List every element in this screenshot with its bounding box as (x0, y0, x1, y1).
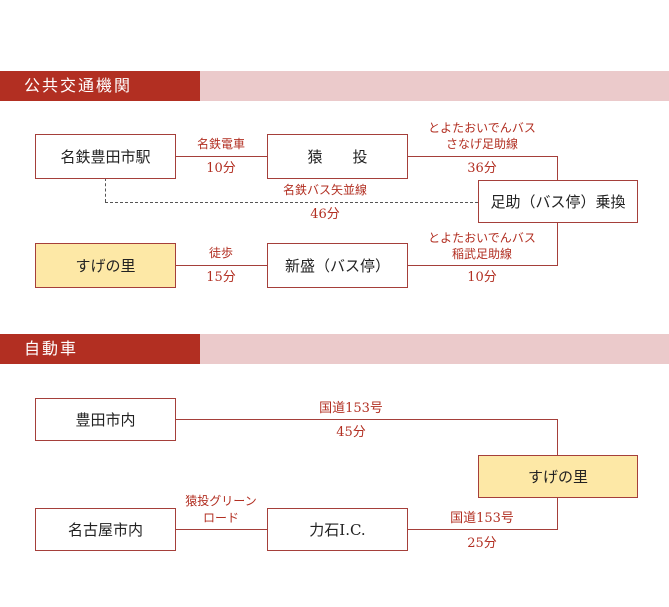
route-meitetsu-bus-time: 46分 (310, 207, 340, 222)
section-header-public-transport: 公共交通機関 (0, 71, 669, 101)
connector-line (557, 222, 558, 266)
section-header-bar (200, 71, 669, 101)
section-header-bar (200, 334, 669, 364)
station-meitetsu-toyota: 名鉄豊田市駅 (35, 134, 176, 179)
origin-nagoya-city: 名古屋市内 (35, 508, 176, 551)
route-sanage-green-road-name2: ロード (202, 511, 240, 525)
connector-line (557, 419, 558, 456)
route-oiden-inabu-name1: とよたおいでんバス (428, 231, 536, 245)
station-sarunage: 猿 投 (267, 134, 408, 179)
route-oiden-inabu-name2: 稲武足助線 (451, 247, 513, 261)
route-oiden-sanage-name2: さなげ足助線 (445, 137, 519, 151)
stop-shinmori: 新盛（バス停） (267, 243, 408, 288)
route-sanage-green-road-name1: 猿投グリーン (185, 494, 257, 508)
route-meitetsu-bus-name: 名鉄バス矢並線 (282, 183, 368, 197)
connector-line (407, 265, 558, 266)
connector-line (557, 156, 558, 181)
route-walk-name: 徒歩 (208, 246, 234, 260)
destination-sugenosato-car: すげの里 (478, 455, 638, 498)
section-title-public-transport: 公共交通機関 (0, 71, 200, 101)
route-153-a-time: 45分 (336, 425, 366, 440)
dashed-connector (105, 178, 106, 202)
route-oiden-sanage-time: 36分 (467, 161, 497, 176)
section-header-car: 自動車 (0, 334, 669, 364)
connector-line (175, 265, 268, 266)
route-walk-time: 15分 (206, 270, 236, 285)
connector-line (407, 156, 557, 157)
origin-toyota-city: 豊田市内 (35, 398, 176, 441)
route-oiden-inabu-time: 10分 (467, 270, 497, 285)
route-meitetsu-train-time: 10分 (206, 161, 236, 176)
section-title-car: 自動車 (0, 334, 200, 364)
connector-line (175, 529, 268, 530)
stop-asuke-transfer: 足助（バス停）乗換 (478, 180, 638, 223)
route-153-b-time: 25分 (467, 536, 497, 551)
connector-line (175, 419, 558, 420)
connector-line (175, 156, 268, 157)
dashed-connector (105, 202, 478, 203)
route-meitetsu-train-name: 名鉄電車 (196, 137, 246, 151)
route-oiden-sanage-name1: とよたおいでんバス (428, 121, 536, 135)
destination-sugenosato: すげの里 (35, 243, 176, 288)
connector-line (407, 529, 558, 530)
route-153-a-name: 国道153号 (319, 401, 383, 416)
route-153-b-name: 国道153号 (450, 511, 514, 526)
connector-line (557, 497, 558, 530)
interchange-chikaraishi: 力石I.C. (267, 508, 408, 551)
